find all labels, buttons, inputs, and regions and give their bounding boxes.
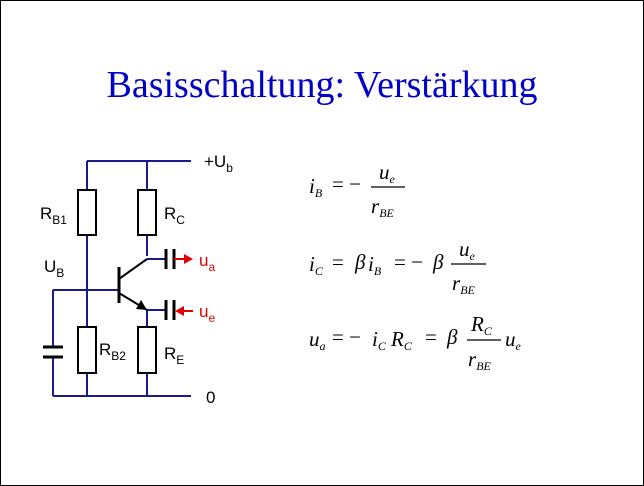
eq3-den: rBE xyxy=(468,347,492,373)
eq3-num: RC xyxy=(470,312,493,338)
ground-label: 0 xyxy=(206,388,215,407)
resistor-rb2 xyxy=(77,326,97,374)
equation-ua: ua = − iC RC = β RC rBE ue xyxy=(309,312,522,373)
rc-label: RC xyxy=(164,204,185,227)
ue-label: ue xyxy=(199,302,215,325)
eq2-mid: iB xyxy=(368,252,382,278)
eq2-den: rBE xyxy=(452,271,476,297)
eq1-lhs: iB xyxy=(309,174,323,200)
re-label: RE xyxy=(164,344,184,367)
eq2-num: ue xyxy=(459,237,476,263)
resistor-rb1 xyxy=(77,189,97,236)
eq3-i: iC xyxy=(372,327,387,353)
ub-label: UB xyxy=(44,257,64,280)
eq1-op: = − xyxy=(332,172,361,196)
rb2-label: RB2 xyxy=(99,340,126,363)
rb1-label: RB1 xyxy=(40,204,67,227)
slide-title: Basisschaltung: Verstärkung xyxy=(106,64,538,106)
eq3-lhs: ua xyxy=(309,327,326,353)
eq3-op2: = xyxy=(425,325,437,349)
base-capacitor xyxy=(43,345,63,359)
ua-label: ua xyxy=(199,251,215,274)
eq2-beta: β xyxy=(354,250,366,274)
eq3-tail: ue xyxy=(505,327,522,353)
eq1-den: rBE xyxy=(371,194,395,220)
eq1-num: ue xyxy=(379,160,396,186)
resistor-rc xyxy=(137,189,157,236)
circuit-wires xyxy=(52,160,191,397)
output-arrow xyxy=(174,254,193,264)
eq3-beta: β xyxy=(446,325,458,349)
coupling-capacitors xyxy=(164,249,176,320)
equation-ic: iC = β iB = − β ue rBE xyxy=(309,237,486,297)
eq3-op: = − xyxy=(332,325,361,349)
eq2-op2: = − xyxy=(394,250,423,274)
eq3-r: RC xyxy=(390,327,413,353)
transistor xyxy=(117,258,148,311)
resistors xyxy=(77,189,157,374)
equation-ib: iB = − ue rBE xyxy=(309,160,405,220)
supply-label: +Ub xyxy=(204,152,233,175)
eq2-op: = xyxy=(332,250,344,274)
resistor-re xyxy=(137,326,157,374)
eq2-beta2: β xyxy=(432,250,444,274)
eq2-lhs: iC xyxy=(309,252,324,278)
input-arrow xyxy=(175,306,193,316)
